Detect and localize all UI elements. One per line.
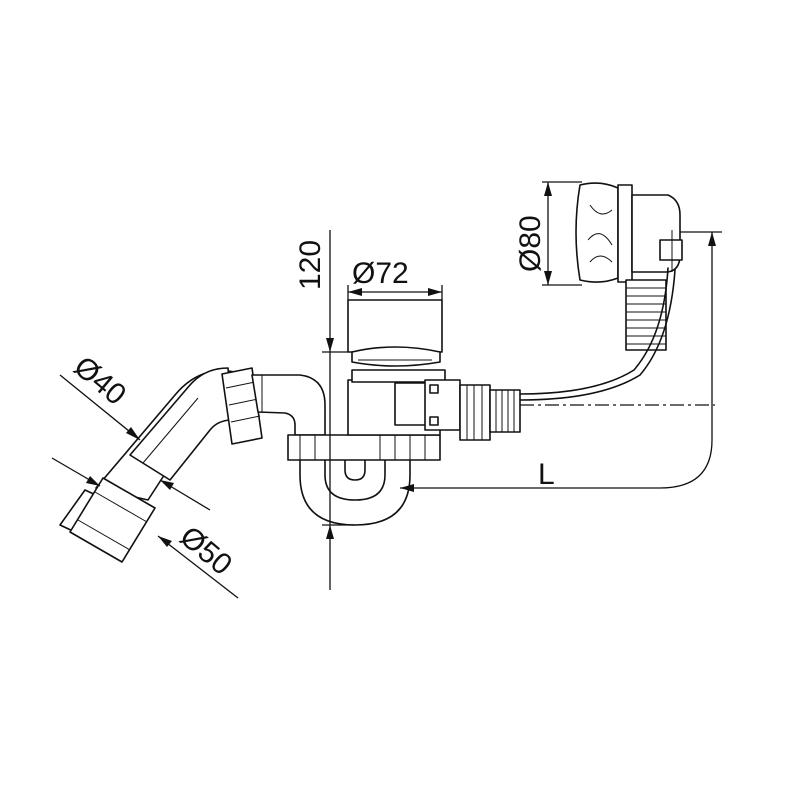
label-height: 120 xyxy=(294,240,327,290)
label-overflow-diameter: Ø80 xyxy=(514,215,547,272)
label-length: L xyxy=(538,458,555,491)
angled-outlet-pipe xyxy=(59,367,326,563)
dim-length-L xyxy=(400,231,722,492)
dim-outlet-40 xyxy=(59,374,141,441)
overflow-assembly xyxy=(519,182,683,401)
dim-height-120 xyxy=(322,230,355,590)
dim-overflow-80 xyxy=(542,181,582,286)
dim-outlet-50 xyxy=(51,457,239,599)
dim-drain-72 xyxy=(347,285,443,300)
siphon-body xyxy=(287,299,521,526)
label-drain-diameter: Ø72 xyxy=(352,257,409,290)
label-outlet-40: Ø40 xyxy=(68,350,133,412)
